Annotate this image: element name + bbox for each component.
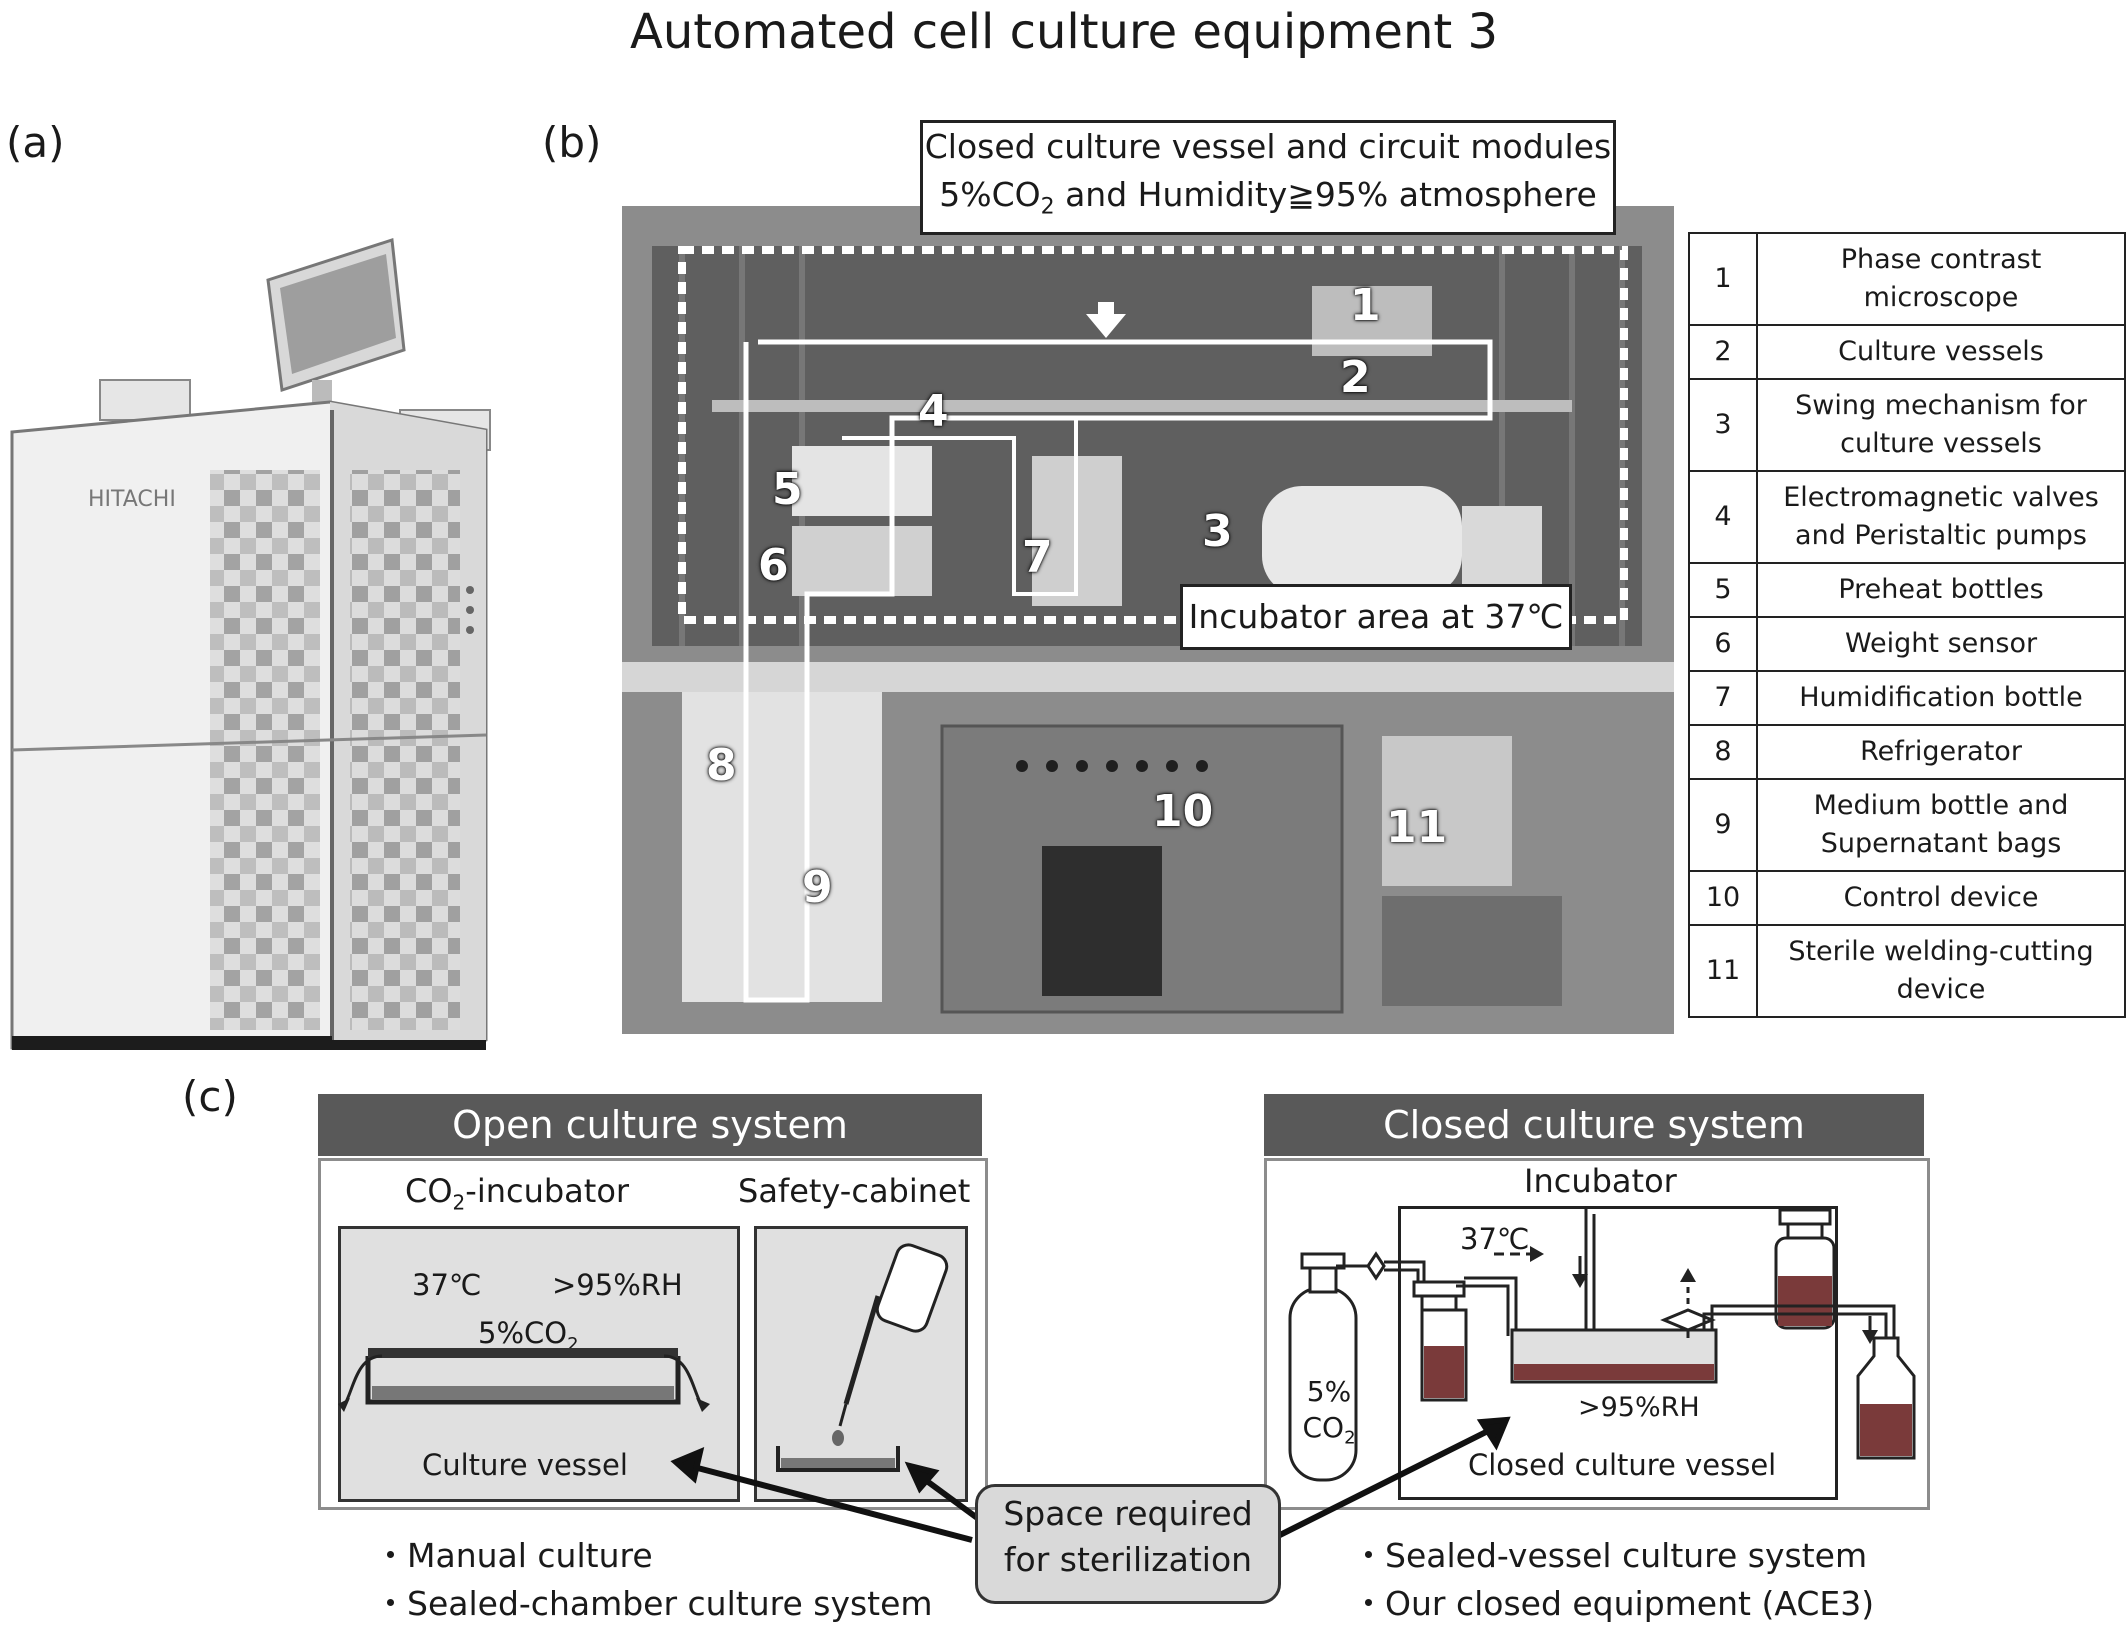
open-system-diagram [338, 1243, 949, 1472]
co2-incubator-box [338, 1226, 740, 1502]
panel-label-a: (a) [6, 118, 65, 167]
marker-2: 2 [1340, 352, 1371, 403]
closed-area-line2: 5%CO2 and Humidity≧95% atmosphere [939, 175, 1597, 220]
incubator-label: Incubator [1524, 1162, 1677, 1200]
closed-rh: >95%RH [1578, 1392, 1700, 1423]
marker-9: 9 [802, 862, 833, 913]
marker-1: 1 [1350, 280, 1381, 331]
closed-system-diagram [1288, 1206, 1916, 1482]
closed-incubator-box [1398, 1206, 1838, 1500]
gas-tank-label: 5% CO2 [1302, 1375, 1356, 1449]
open-co2: 5%CO2 [478, 1316, 579, 1355]
open-temp: 37℃ [412, 1268, 482, 1302]
marker-7: 7 [1022, 532, 1053, 583]
culture-vessel-label: Culture vessel [422, 1448, 628, 1482]
marker-11: 11 [1386, 802, 1448, 853]
panel-label-c: (c) [182, 1072, 238, 1121]
sterilization-space-box: Space required for sterilization [975, 1484, 1281, 1604]
closed-system-title: Closed culture system [1264, 1094, 1924, 1156]
marker-6: 6 [758, 540, 789, 591]
open-system-title: Open culture system [318, 1094, 982, 1156]
marker-5: 5 [772, 464, 803, 515]
co2-incubator-label: CO2-incubator [405, 1172, 630, 1215]
marker-10: 10 [1152, 786, 1214, 837]
brand-logo: HITACHI [88, 487, 176, 512]
marker-3: 3 [1202, 506, 1233, 557]
closed-area-callout: Closed culture vessel and circuit module… [920, 120, 1616, 235]
panel-label-b: (b) [542, 118, 602, 167]
open-bullet-2: ・Sealed-chamber culture system [374, 1584, 933, 1623]
incubator-area-callout: Incubator area at 37℃ [1180, 584, 1572, 650]
figure-title: Automated cell culture equipment 3 [630, 4, 1498, 60]
closed-vessel-label: Closed culture vessel [1468, 1448, 1777, 1482]
closed-temp: 37℃ [1460, 1222, 1530, 1256]
equipment-photo: HITACHI [10, 238, 491, 1050]
closed-bullet-2: ・Our closed equipment (ACE3) [1352, 1584, 1875, 1623]
open-bullet-1: ・Manual culture [374, 1536, 653, 1575]
marker-4: 4 [918, 386, 949, 437]
open-rh: >95%RH [552, 1268, 683, 1302]
marker-8: 8 [706, 740, 737, 791]
equipment-interior-photo: 1 2 3 4 5 6 7 8 9 10 11 [622, 206, 1674, 1034]
closed-bullet-1: ・Sealed-vessel culture system [1352, 1536, 1868, 1575]
closed-area-line1: Closed culture vessel and circuit module… [924, 127, 1612, 166]
safety-cabinet-label: Safety-cabinet [738, 1172, 971, 1210]
